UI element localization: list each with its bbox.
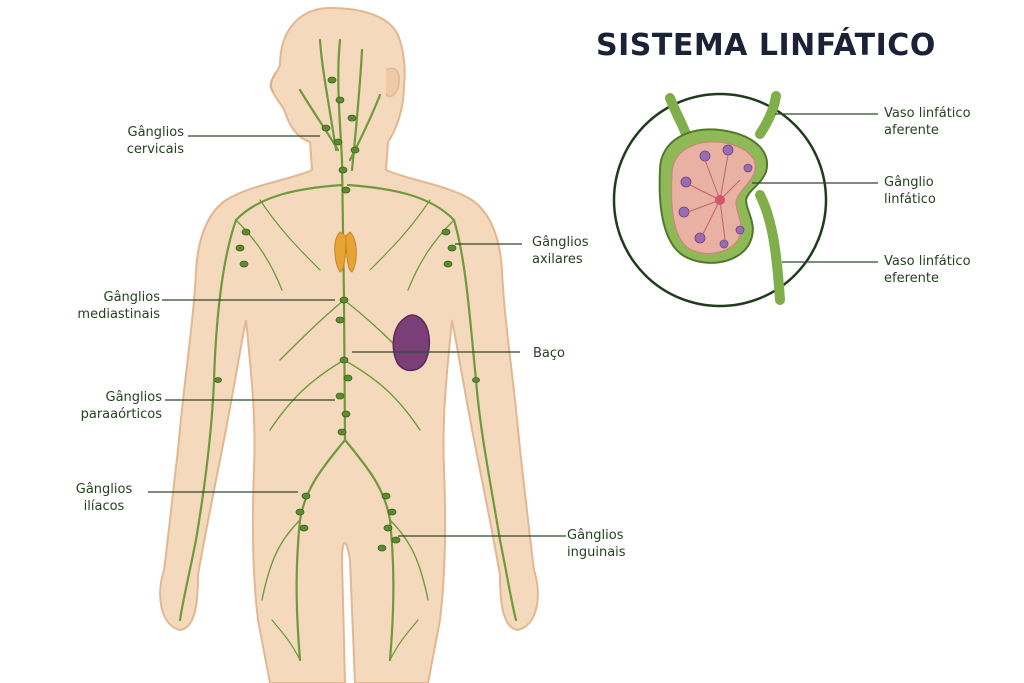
human-body xyxy=(160,8,538,683)
label-vaso-aferente: Vaso linfático aferente xyxy=(884,105,1004,139)
label-ganglios-paraaorticos: Gânglios paraaórticos xyxy=(56,389,162,423)
label-vaso-eferente: Vaso linfático eferente xyxy=(884,253,1004,287)
label-ganglios-mediastinais: Gânglios mediastinais xyxy=(56,289,160,323)
label-ganglio-linfatico: Gânglio linfático xyxy=(884,174,1004,208)
label-baco: Baço xyxy=(533,345,593,362)
body-silhouette xyxy=(160,8,538,683)
inset-diagram xyxy=(614,94,878,306)
label-ganglios-axilares: Gânglios axilares xyxy=(532,234,622,268)
label-ganglios-inguinais: Gânglios inguinais xyxy=(567,527,657,561)
spleen xyxy=(393,315,429,370)
label-ganglios-cervicais: Gânglios cervicais xyxy=(100,124,184,158)
label-ganglios-iliacos: Gânglios ilíacos xyxy=(66,481,142,515)
page-title: SISTEMA LINFÁTICO xyxy=(596,28,936,63)
node-hilum xyxy=(715,195,725,205)
